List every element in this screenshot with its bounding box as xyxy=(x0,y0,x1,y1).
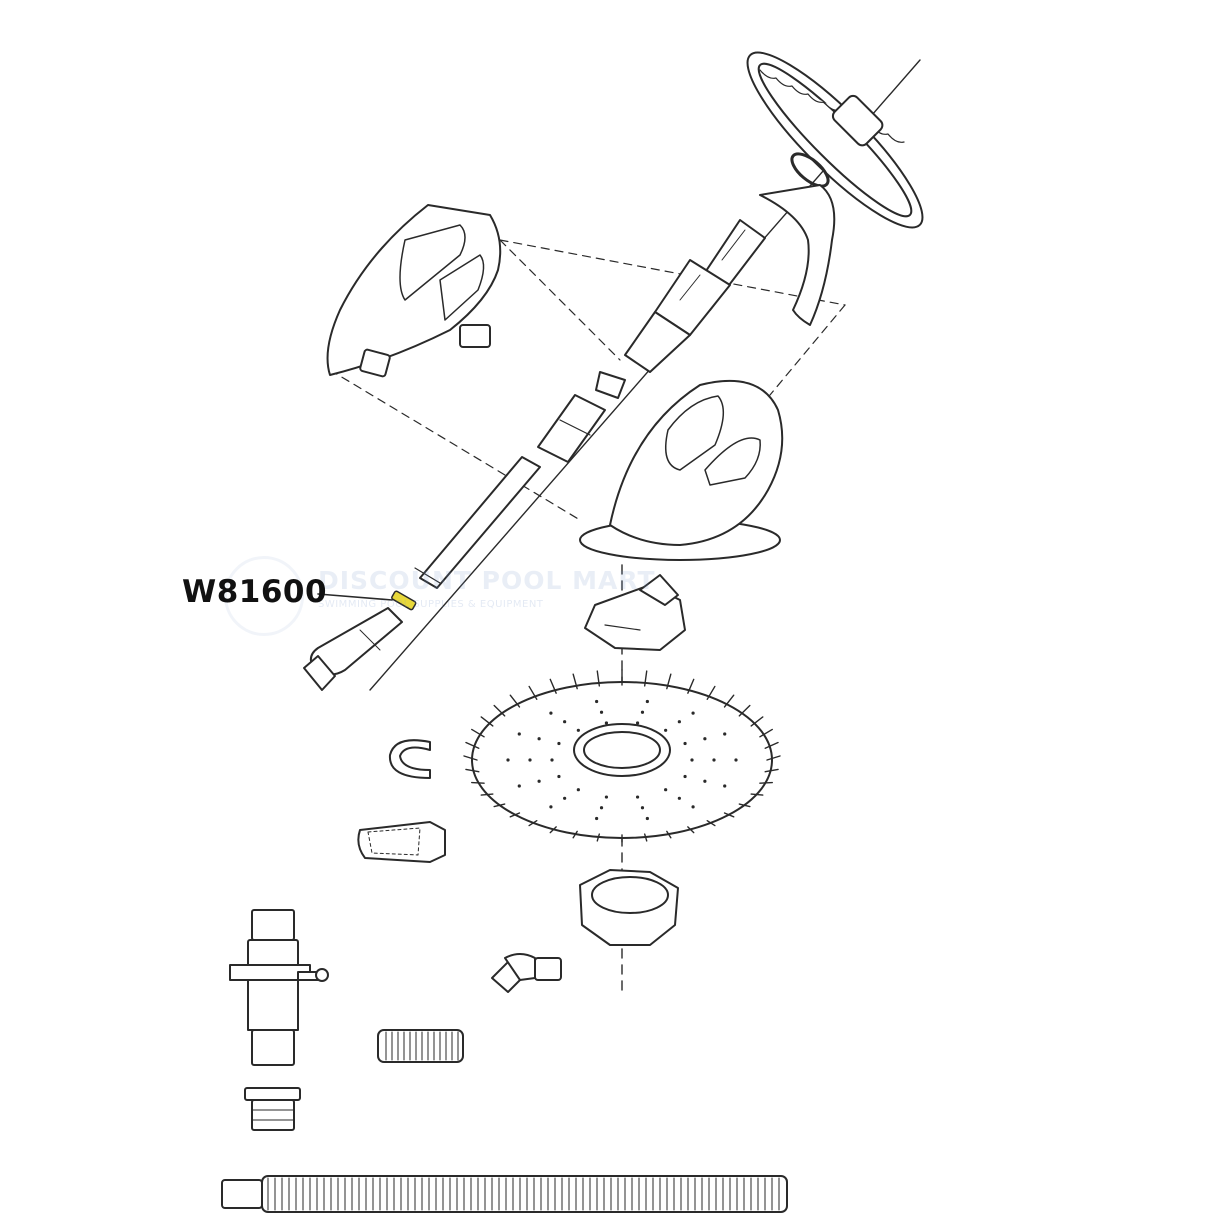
clip-part xyxy=(595,371,626,399)
top-disc-part xyxy=(746,51,924,229)
long-pipe-part xyxy=(414,456,541,589)
octagonal-nut-part xyxy=(579,869,679,946)
o-ring-part xyxy=(790,152,830,188)
watermark-logo xyxy=(224,556,304,636)
long-hose-part xyxy=(221,1175,788,1213)
wall-fitting-part xyxy=(244,1087,301,1131)
skirt-disc-part xyxy=(463,669,781,843)
foot-pad-part xyxy=(584,574,686,651)
main-body-shell-part xyxy=(579,379,784,561)
left-hood-part xyxy=(326,204,502,378)
sleeve-connector-part xyxy=(537,394,606,463)
wedge-part xyxy=(357,821,446,863)
upper-swivel-part xyxy=(624,219,766,373)
watermark-title: DISCOUNT POOL MART xyxy=(318,566,656,595)
elbow-part xyxy=(491,953,562,993)
part-number-label: W81600 xyxy=(182,574,328,610)
watermark-subtitle: SWIMMING POOL SUPPLIES & EQUIPMENT xyxy=(318,599,544,610)
side-flap-part xyxy=(759,184,836,326)
callout-leader-line xyxy=(317,593,393,601)
c-clip-part xyxy=(388,739,431,779)
short-hose-part xyxy=(377,1029,464,1063)
dashed-guide-lines xyxy=(329,239,846,521)
regulator-valve-part xyxy=(229,909,329,1066)
highlighted-ring-part xyxy=(391,590,417,611)
nozzle-part xyxy=(303,607,403,691)
